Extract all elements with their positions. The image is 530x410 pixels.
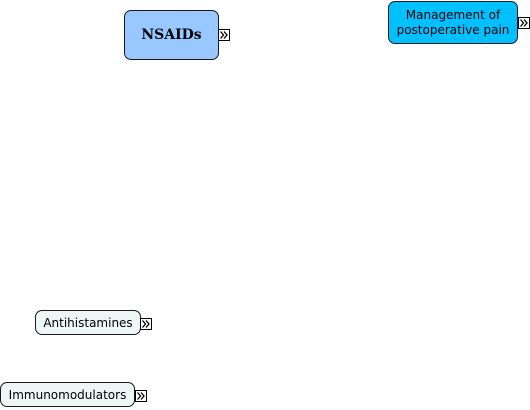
- node-nsaids-label: NSAIDs: [141, 27, 202, 43]
- node-antihistamines-label: Antihistamines: [43, 315, 133, 330]
- double-chevron-right-icon[interactable]: [518, 17, 530, 29]
- double-chevron-right-icon[interactable]: [135, 390, 147, 402]
- double-chevron-right-icon[interactable]: [218, 29, 230, 41]
- node-postoperative-pain-label: Management of postoperative pain: [396, 7, 510, 37]
- node-postoperative-pain[interactable]: Management of postoperative pain: [388, 1, 530, 44]
- double-chevron-right-icon[interactable]: [140, 318, 152, 330]
- node-immunomodulators[interactable]: Immunomodulators: [0, 382, 147, 407]
- node-antihistamines[interactable]: Antihistamines: [35, 310, 152, 335]
- node-immunomodulators-label: Immunomodulators: [8, 387, 127, 402]
- node-nsaids[interactable]: NSAIDs: [124, 10, 230, 60]
